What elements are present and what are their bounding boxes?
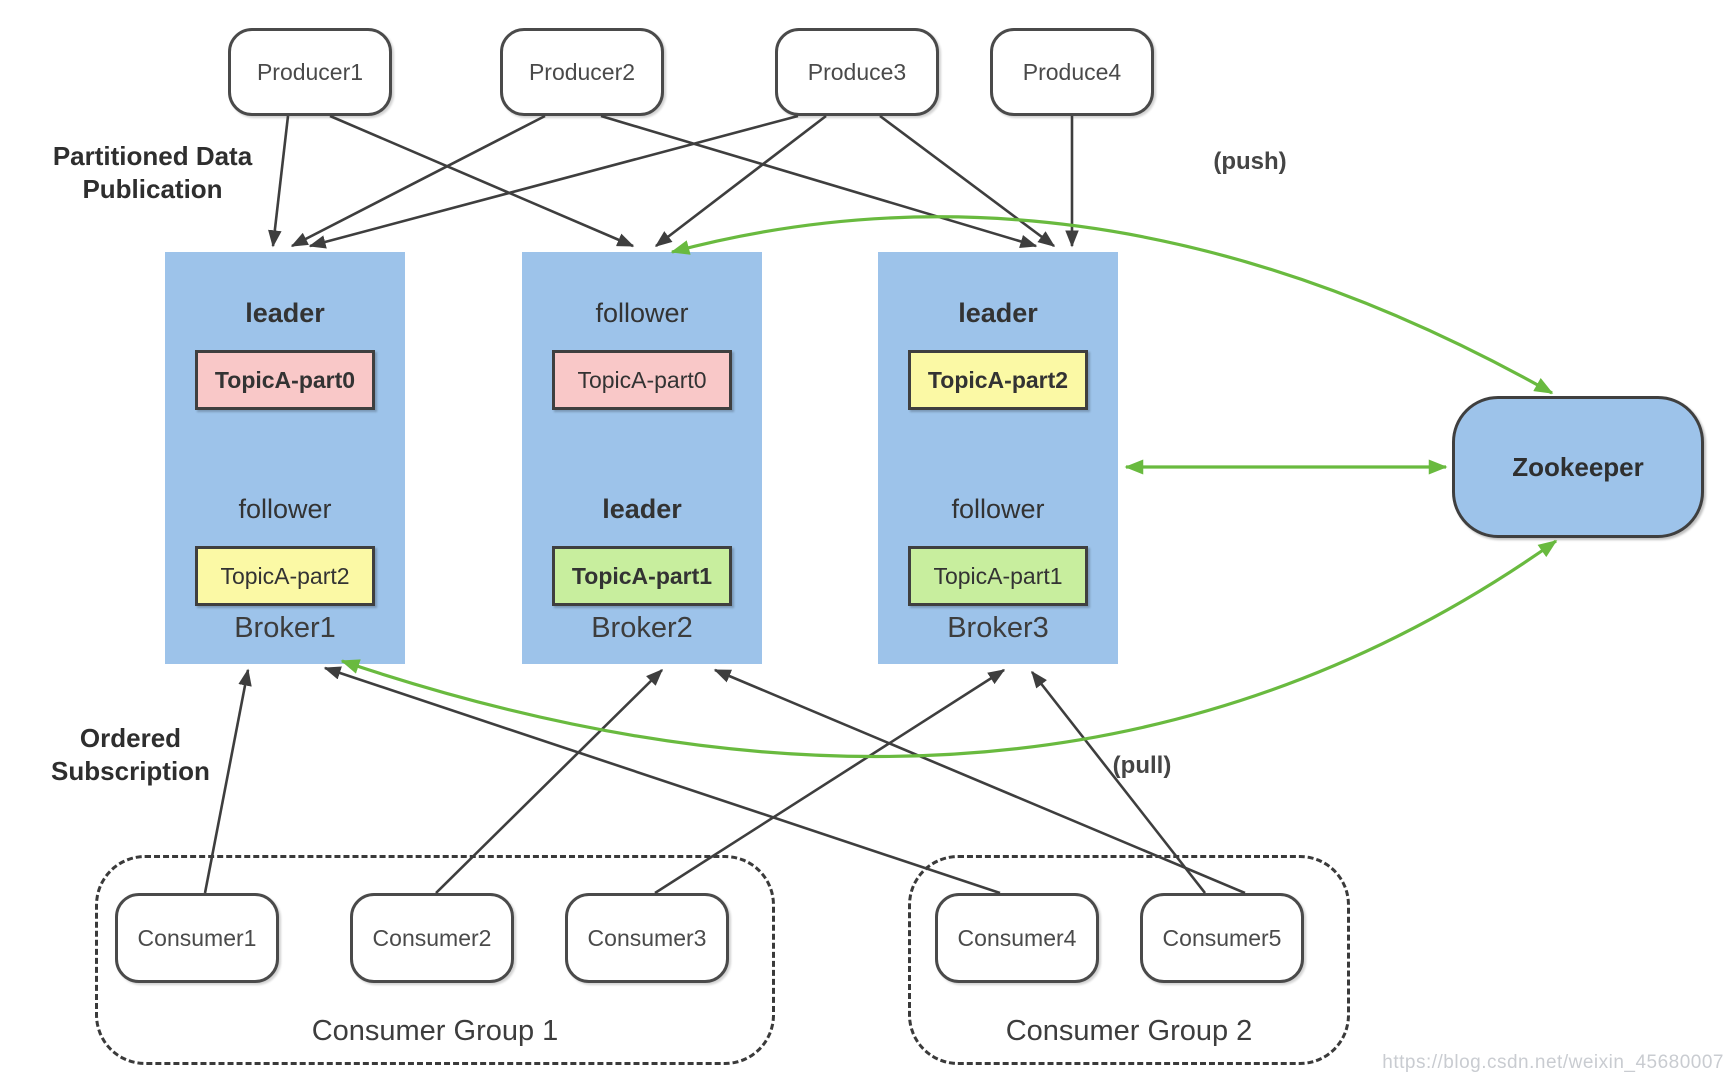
consumer5-label: Consumer5	[1162, 924, 1282, 951]
pull-label: (pull)	[1112, 752, 1172, 779]
edge-producer2-to-broker1	[290, 114, 546, 248]
produce3-label: Produce3	[807, 58, 907, 85]
broker3-node: leader TopicA-part2 follower TopicA-part…	[878, 252, 1118, 664]
broker1-name: Broker1	[234, 612, 336, 644]
broker1-role-bottom: follower	[238, 494, 332, 524]
edge-produce3-to-broker2	[654, 114, 827, 248]
broker2-topic-top: TopicA-part0	[552, 350, 732, 410]
consumer-group1-label: Consumer Group 1	[311, 1015, 559, 1047]
push-label: (push)	[1213, 148, 1287, 175]
producer1-label: Producer1	[256, 58, 364, 85]
produce4-label: Produce4	[1022, 58, 1122, 85]
broker1-topic-bottom: TopicA-part2	[195, 546, 375, 606]
broker3-role-top: leader	[958, 298, 1038, 328]
broker2-role-bottom: leader	[602, 494, 682, 524]
produce3-node: Produce3	[775, 28, 939, 116]
producer2-label: Producer2	[528, 58, 636, 85]
partitioned-data-publication-label: Partitioned Data Publication	[52, 141, 253, 204]
broker3-topic-top: TopicA-part2	[908, 350, 1088, 410]
broker3-name: Broker3	[947, 612, 1049, 644]
consumer1-node: Consumer1	[115, 893, 279, 983]
broker2-role-top: follower	[595, 298, 689, 328]
edge-producer1-to-broker2	[329, 114, 635, 248]
zookeeper-node: Zookeeper	[1452, 396, 1704, 538]
consumer4-node: Consumer4	[935, 893, 1099, 983]
broker1-node: leader TopicA-part0 follower TopicA-part…	[165, 252, 405, 664]
edge-produce3-to-broker1	[308, 114, 799, 249]
consumer3-label: Consumer3	[587, 924, 707, 951]
consumer4-label: Consumer4	[957, 924, 1077, 951]
ordered-subscription-label: Ordered Subscription	[51, 723, 210, 786]
edge-produce3-to-broker3	[879, 114, 1056, 248]
broker1-role-top: leader	[245, 298, 325, 328]
broker2-name: Broker2	[591, 612, 693, 644]
edge-producer1-to-broker1	[268, 115, 290, 248]
edge-producer2-to-broker3	[600, 114, 1038, 249]
producer1-node: Producer1	[228, 28, 392, 116]
broker2-topic-bottom: TopicA-part1	[552, 546, 732, 606]
consumer-group2-label: Consumer Group 2	[1005, 1015, 1253, 1047]
broker1-topic-top: TopicA-part0	[195, 350, 375, 410]
consumer5-node: Consumer5	[1140, 893, 1304, 983]
consumer2-label: Consumer2	[372, 924, 492, 951]
produce4-node: Produce4	[990, 28, 1154, 116]
csdn-watermark: https://blog.csdn.net/weixin_45680007	[1382, 1052, 1724, 1073]
consumer1-label: Consumer1	[137, 924, 257, 951]
consumer3-node: Consumer3	[565, 893, 729, 983]
broker3-topic-bottom: TopicA-part1	[908, 546, 1088, 606]
zookeeper-label: Zookeeper	[1512, 451, 1644, 482]
broker2-node: follower TopicA-part0 leader TopicA-part…	[522, 252, 762, 664]
consumer2-node: Consumer2	[350, 893, 514, 983]
producer2-node: Producer2	[500, 28, 664, 116]
broker3-role-bottom: follower	[951, 494, 1045, 524]
